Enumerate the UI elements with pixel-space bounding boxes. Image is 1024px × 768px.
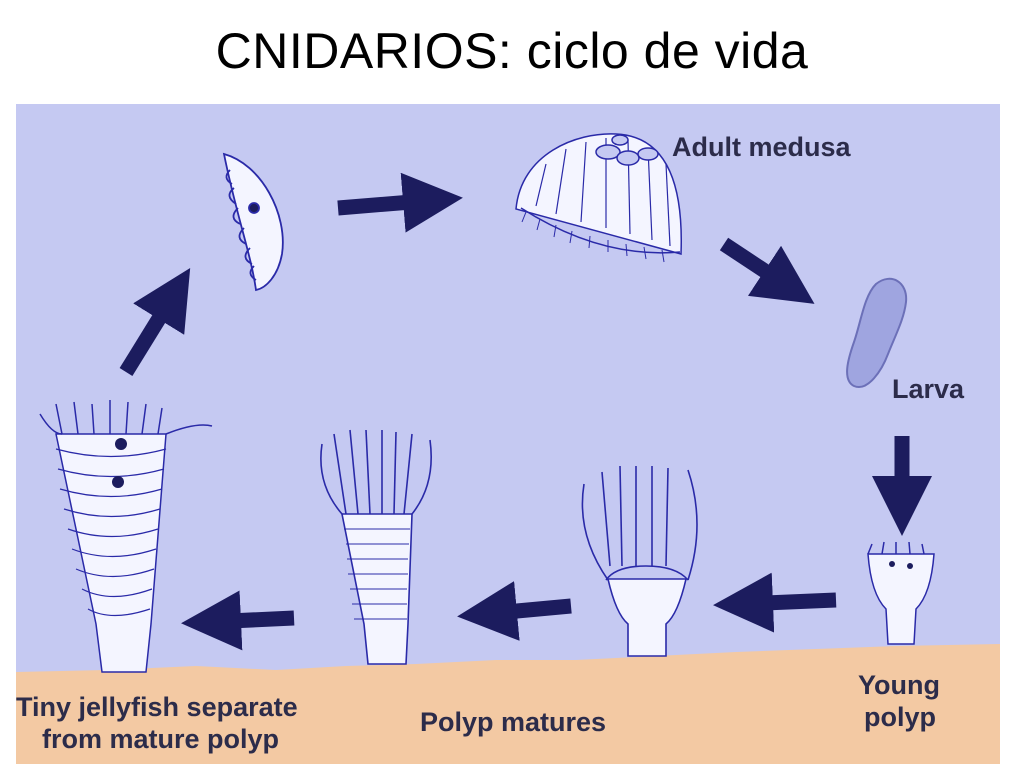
seabed	[16, 644, 1000, 764]
diagram-drawing	[16, 133, 1000, 764]
label-larva: Larva	[892, 374, 965, 404]
young-polyp-drawing	[867, 541, 935, 645]
slide-title: CNIDARIOS: ciclo de vida	[215, 23, 809, 79]
arrow-polyp-to-mature-polyp	[457, 581, 572, 641]
adult-medusa-drawing	[515, 133, 682, 263]
cycle-arrows	[119, 172, 932, 651]
arrow-strobila-to-ephyra	[119, 268, 191, 376]
label-polyp-matures: Polyp matures	[420, 707, 607, 737]
mature-polyp-drawing	[320, 429, 432, 665]
arrow-mature-to-strobila	[181, 590, 295, 651]
polyp-drawing	[581, 465, 698, 657]
label-young-polyp-line2: polyp	[864, 702, 936, 732]
label-tiny-jellyfish-line2: from mature polyp	[42, 724, 280, 754]
label-young-polyp-line1: Young	[858, 670, 940, 700]
strobila-drawing	[39, 400, 213, 673]
arrow-young-polyp-to-polyp	[713, 572, 837, 633]
arrow-ephyra-to-medusa	[337, 172, 463, 233]
label-tiny-jellyfish-line1: Tiny jellyfish separate	[16, 692, 298, 722]
larva-drawing	[846, 277, 908, 388]
life-cycle-diagram: Adult medusa Larva Young polyp Polyp mat…	[16, 104, 1000, 764]
arrow-medusa-to-larva	[719, 237, 815, 304]
label-adult-medusa: Adult medusa	[672, 132, 851, 162]
ephyra-drawing	[222, 152, 284, 292]
